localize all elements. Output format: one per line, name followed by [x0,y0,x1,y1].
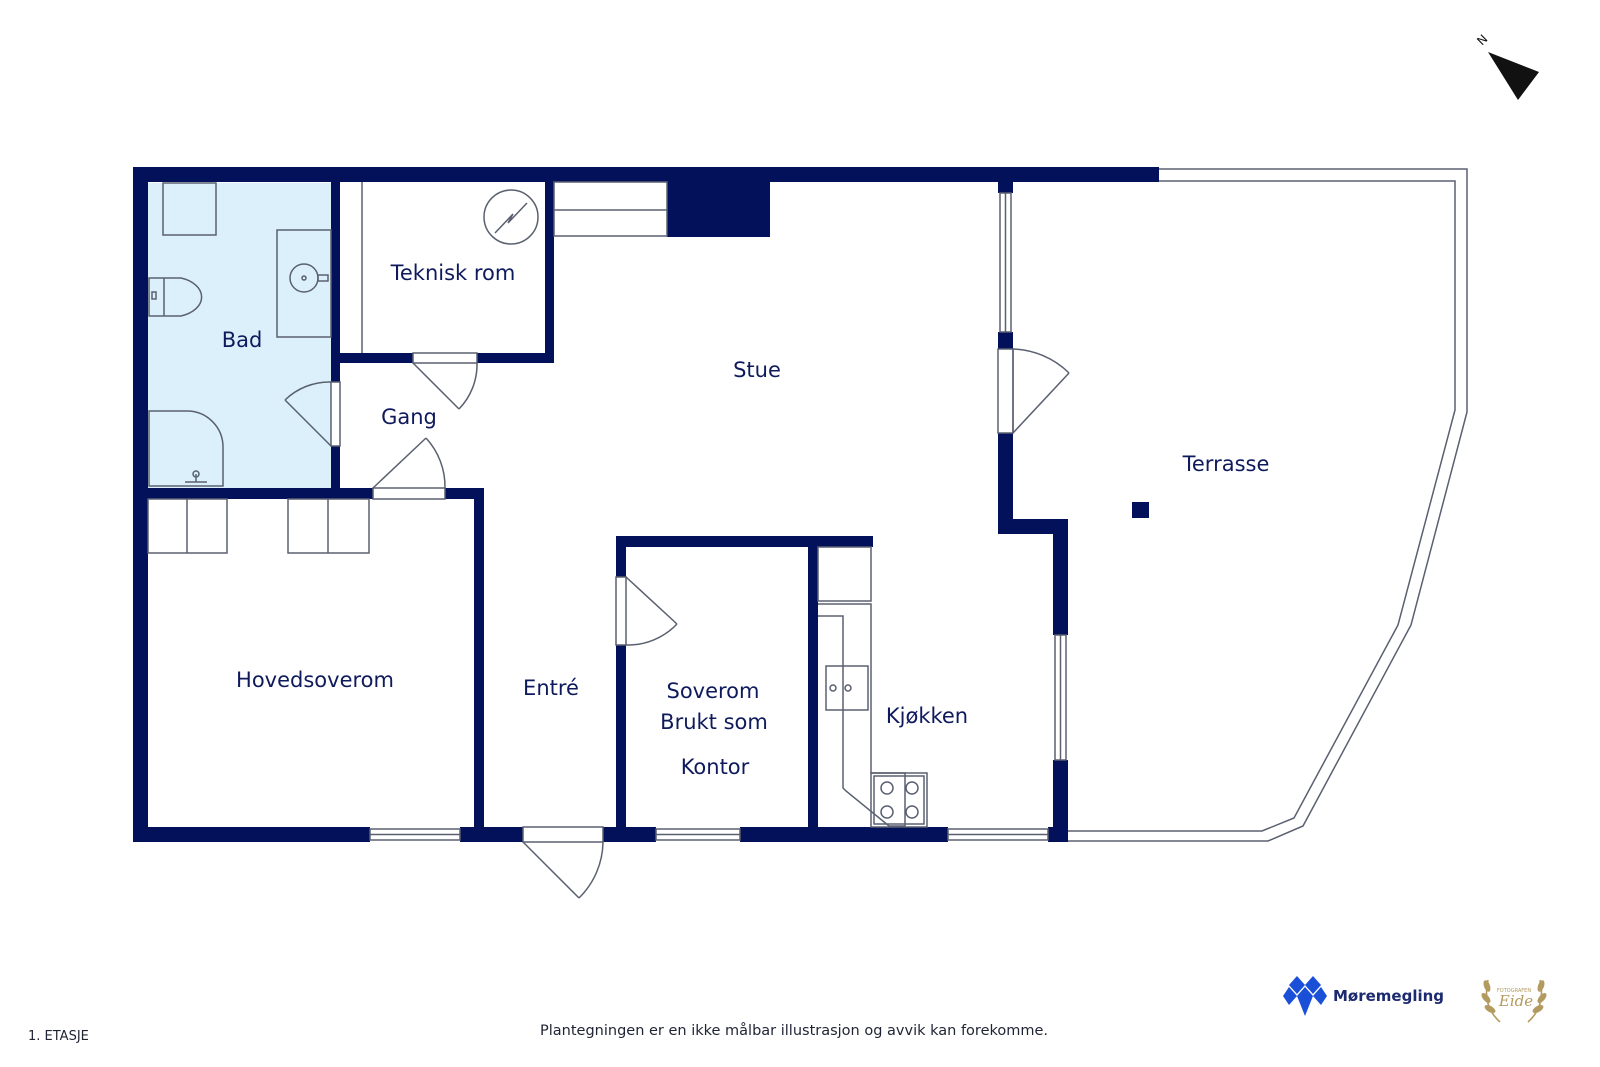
fixtures [147,181,928,828]
room-label-gang: Gang [381,405,437,429]
walls [133,167,1159,842]
diamond-cluster-logo-icon [1283,976,1327,1016]
photographer-name: Eide [1498,992,1533,1010]
room-label-hovedsoverom: Hovedsoverom [236,668,394,692]
room-label-brukt-som: Brukt som [660,710,768,734]
wall-shelf [553,181,668,237]
room-label-teknisk-rom: Teknisk rom [390,261,516,285]
bathroom-floor [148,183,332,488]
kitchen-cabinet [817,546,872,602]
kitchen-counter [818,603,906,827]
toilet-icon [148,277,203,317]
north-arrow-icon [1488,52,1539,100]
brand-logo: Møremegling [1283,976,1444,1016]
sink-counter [276,229,332,338]
laurel-wreath-logo-icon: FOTOGRAFEN Eide [1481,979,1547,1023]
room-label-entre: Entré [523,676,579,700]
shower-icon [148,410,224,487]
kitchen-sink-icon [825,665,869,711]
room-label-kontor: Kontor [681,755,750,779]
photographer-caption: FOTOGRAFEN [1497,988,1531,994]
room-label-stue: Stue [733,358,781,382]
compass: N [1474,32,1539,100]
stove-icon [870,772,928,828]
brand-name: Møremegling [1333,987,1445,1005]
room-labels: Bad Teknisk rom Stue Gang Terrasse Hoved… [222,261,1270,779]
doors [284,348,1070,899]
disclaimer-text: Plantegningen er en ikke målbar illustra… [540,1023,1049,1039]
room-label-kjokken: Kjøkken [886,704,968,728]
compass-label: N [1474,32,1490,48]
windows [369,192,1067,841]
terrace-outline [1066,168,1468,842]
room-label-soverom: Soverom [666,679,759,703]
electrical-panel-icon [483,189,539,245]
floor-label: 1. ETASJE [28,1029,89,1044]
room-label-terrasse: Terrasse [1182,452,1270,476]
room-label-bad: Bad [222,328,263,352]
bath-cabinet [162,182,217,236]
